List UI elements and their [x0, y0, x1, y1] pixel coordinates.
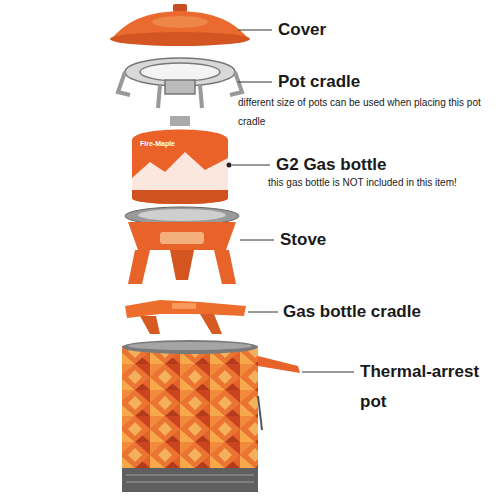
- part-name: Gas bottle cradle: [283, 301, 488, 323]
- part-name: Pot cradle: [278, 71, 478, 93]
- stove-part: [125, 207, 239, 284]
- pot-part: [122, 340, 300, 492]
- part-note: this gas bottle is NOT included in this …: [268, 173, 493, 192]
- pot-cradle-part: [118, 58, 242, 108]
- part-name: Stove: [280, 229, 480, 251]
- gas-bottle-part: [132, 116, 232, 204]
- part-name: Cover: [278, 19, 478, 41]
- gas-bottle-cradle-part: [125, 300, 246, 334]
- part-name: Thermal-arrest pot: [360, 357, 488, 417]
- part-note: different size of pots can be used when …: [238, 93, 493, 131]
- brand-mark: Fire-Maple: [140, 140, 200, 148]
- cover-part: [110, 4, 250, 46]
- part-name: G2 Gas bottle: [276, 154, 486, 176]
